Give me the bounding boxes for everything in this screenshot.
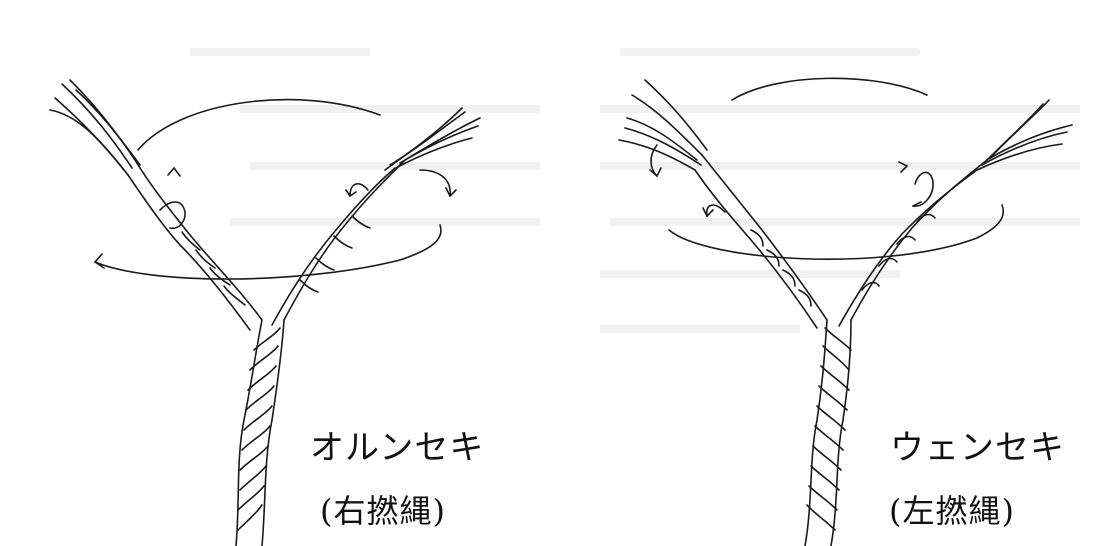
figure-name: オルンセキ xyxy=(310,420,484,469)
figure-name: ウェンセキ xyxy=(890,420,1065,469)
figure-subtitle: (左撚縄) xyxy=(889,486,1015,532)
figure-subtitle: (右撚縄) xyxy=(320,486,446,532)
figure-left-twist-rope: ウェンセキ (左撚縄) xyxy=(557,0,1113,546)
figure-right-twist-rope: オルンセキ (右撚縄) xyxy=(0,0,556,546)
